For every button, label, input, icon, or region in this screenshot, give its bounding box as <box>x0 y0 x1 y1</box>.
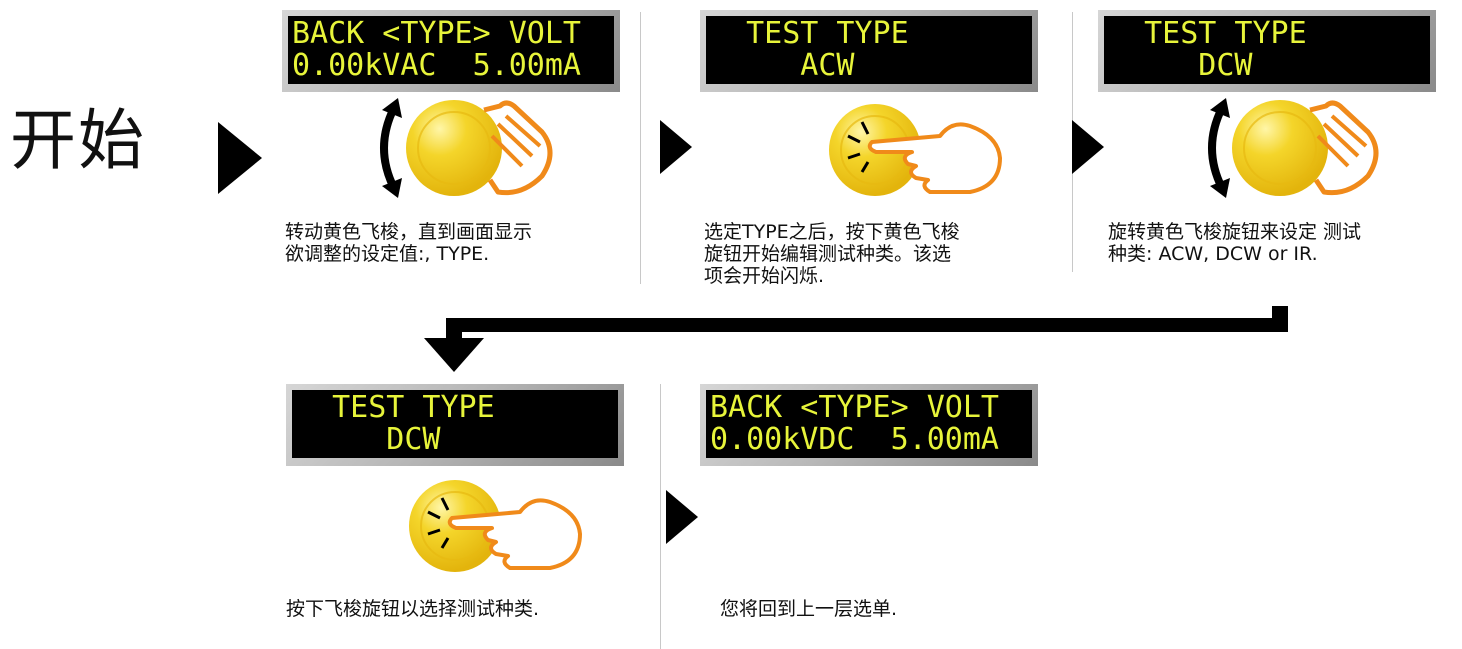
step4-caption: 按下飞梭旋钮以选择测试种类. <box>286 598 540 620</box>
step5-caption: 您将回到上一层选单. <box>720 598 898 620</box>
start-arrow-icon <box>218 122 262 194</box>
lcd-line-1: BACK <TYPE> VOLT <box>710 390 999 425</box>
lcd-display-step1: BACK <TYPE> VOLT 0.00kVAC 5.00mA <box>282 10 620 92</box>
step1-caption: 转动黄色飞梭，直到画面显示 欲调整的设定值:, TYPE. <box>285 221 533 265</box>
lcd-line-2: 0.00kVAC 5.00mA <box>292 48 581 83</box>
step2-caption: 选定TYPE之后，按下黄色飞梭 旋钮开始编辑测试种类。该选 项会开始闪烁. <box>704 221 960 287</box>
divider <box>660 384 661 649</box>
lcd-line-1: TEST TYPE <box>1108 16 1307 51</box>
lcd-display-step5: BACK <TYPE> VOLT 0.00kVDC 5.00mA <box>700 384 1038 466</box>
lcd-line-1: TEST TYPE <box>296 390 495 425</box>
start-label: 开始 <box>10 102 146 179</box>
next-arrow-icon <box>1072 120 1104 174</box>
next-arrow-icon <box>660 120 692 174</box>
connector-line <box>446 318 1288 332</box>
lcd-display-step2: TEST TYPE ACW <box>700 10 1038 92</box>
lcd-line-2: DCW <box>1108 48 1253 83</box>
press-knob-icon <box>829 104 1002 196</box>
lcd-line-1: BACK <TYPE> VOLT <box>292 16 581 51</box>
lcd-display-step3: TEST TYPE DCW <box>1098 10 1436 92</box>
lcd-line-2: 0.00kVDC 5.00mA <box>710 422 999 457</box>
divider <box>640 12 641 284</box>
down-arrow-icon <box>424 338 484 372</box>
lcd-line-2: DCW <box>296 422 441 457</box>
press-knob-icon <box>409 480 582 572</box>
lcd-line-2: ACW <box>710 48 855 83</box>
rotate-knob-icon <box>1208 98 1379 198</box>
lcd-display-step4: TEST TYPE DCW <box>286 384 624 466</box>
lcd-line-1: TEST TYPE <box>710 16 909 51</box>
step3-caption: 旋转黄色飞梭旋钮来设定 测试 种类: ACW, DCW or IR. <box>1108 221 1362 265</box>
rotate-knob-icon <box>380 98 553 198</box>
next-arrow-icon <box>666 490 698 544</box>
